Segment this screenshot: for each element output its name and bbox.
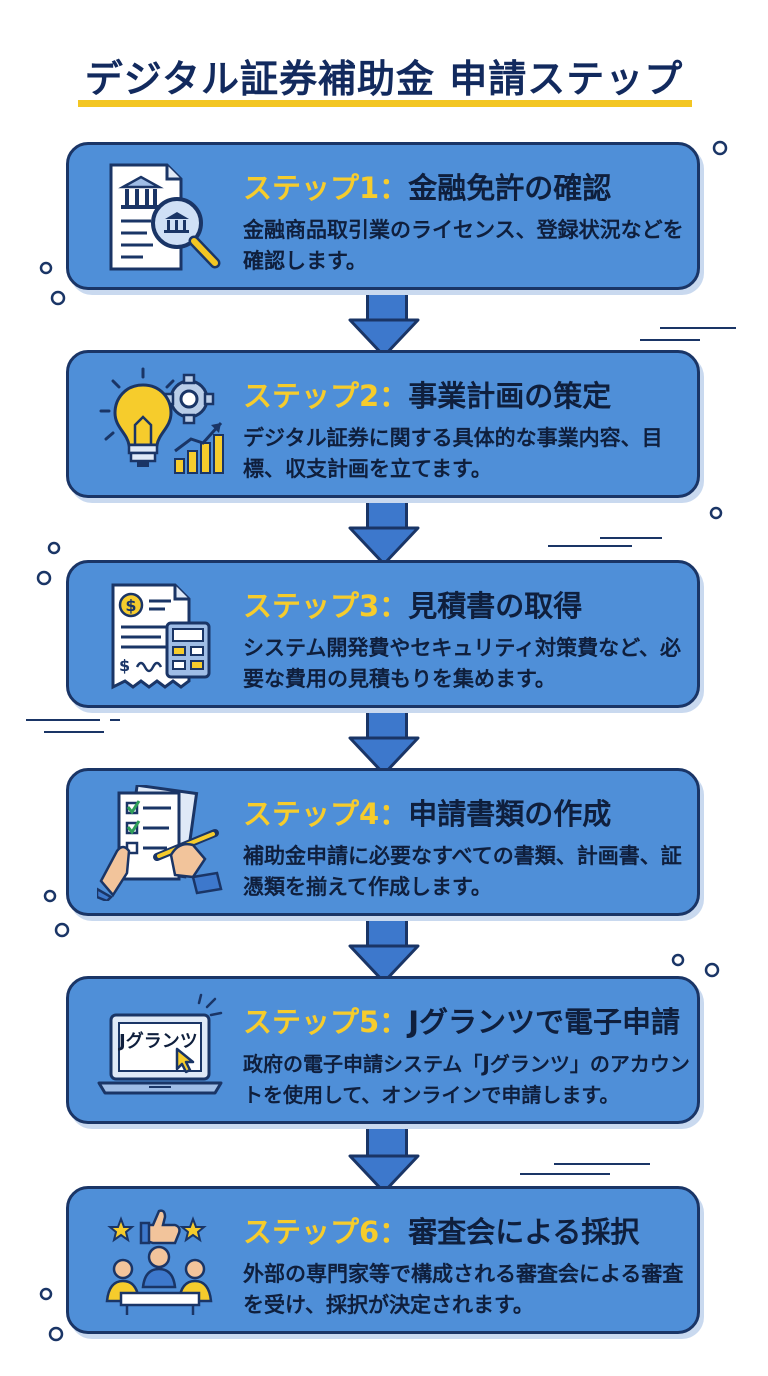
title-underline (78, 100, 692, 107)
checklist-pen-hands-icon (97, 785, 223, 901)
arrow-down-icon (348, 944, 420, 984)
step-title: 見積書の取得 (408, 589, 583, 623)
step-description: 政府の電子申請システム「Jグランツ」のアカウントを使用して、オンラインで申請しま… (243, 1052, 690, 1107)
step-card-5: Jグランツ ステップ5：Jグランツで電子申請 政府の電子申請システム「Jグランツ… (66, 976, 700, 1124)
step-description: 補助金申請に必要なすべての書類、計画書、証憑類を揃えて作成します。 (243, 844, 682, 899)
lightbulb-gear-chart-icon (99, 367, 224, 474)
step-heading-1: ステップ1：金融免許の確認 (243, 165, 611, 207)
committee-thumbs-up-icon (105, 1209, 213, 1315)
step-title: 申請書類の作成 (408, 797, 612, 831)
step-title: Jグランツで電子申請 (408, 1005, 680, 1039)
laptop-screen-text: Jグランツ (119, 1031, 198, 1052)
connector-2 (366, 496, 408, 528)
page-title: デジタル証券補助金 申請ステップ (84, 57, 684, 101)
step-card-1: ステップ1：金融免許の確認 金融商品取引業のライセンス、登録状況などを確認します… (66, 142, 700, 290)
step-label: ステップ1： (243, 171, 409, 205)
step-description: システム開発費やセキュリティ対策費など、必要な費用の見積もりを集めます。 (243, 636, 682, 691)
step-heading-5: ステップ5：Jグランツで電子申請 (243, 999, 680, 1041)
arrow-down-icon (348, 526, 420, 566)
arrow-down-icon (348, 1154, 420, 1194)
step-description: 外部の専門家等で構成される審査会による審査を受け、採択が決定されます。 (243, 1262, 684, 1317)
step-description: 金融商品取引業のライセンス、登録状況などを確認します。 (243, 218, 684, 273)
step-label: ステップ6： (243, 1215, 409, 1249)
step-card-3: $ $ ステップ3：見積書の取得 システム開発費やセキュリティ対策費など、必要な… (66, 560, 700, 708)
step-title: 金融免許の確認 (408, 171, 612, 205)
laptop-cursor-icon (97, 993, 223, 1095)
step-heading-3: ステップ3：見積書の取得 (243, 583, 582, 625)
page-title-wrap: デジタル証券補助金 申請ステップ (0, 48, 768, 109)
step-description: デジタル証券に関する具体的な事業内容、目標、収支計画を立てます。 (243, 426, 663, 481)
arrow-down-icon (348, 318, 420, 358)
svg-text:$: $ (125, 596, 136, 615)
connector-1 (366, 288, 408, 320)
invoice-calculator-icon: $ $ (111, 583, 211, 690)
step-card-2: ステップ2：事業計画の策定 デジタル証券に関する具体的な事業内容、目標、収支計画… (66, 350, 700, 498)
step-title: 審査会による採択 (408, 1215, 640, 1249)
arrow-down-icon (348, 736, 420, 776)
step-card-6: ステップ6：審査会による採択 外部の専門家等で構成される審査会による審査を受け、… (66, 1186, 700, 1334)
bank-document-magnifier-icon (109, 163, 221, 271)
step-heading-4: ステップ4：申請書類の作成 (243, 791, 611, 833)
step-label: ステップ5： (243, 1005, 409, 1039)
step-label: ステップ4： (243, 797, 409, 831)
connector-4 (366, 914, 408, 946)
step-label: ステップ3： (243, 589, 409, 623)
connector-3 (366, 706, 408, 738)
step-heading-2: ステップ2：事業計画の策定 (243, 373, 611, 415)
step-heading-6: ステップ6：審査会による採択 (243, 1209, 639, 1251)
step-card-4: ステップ4：申請書類の作成 補助金申請に必要なすべての書類、計画書、証憑類を揃え… (66, 768, 700, 916)
svg-text:$: $ (119, 656, 130, 675)
step-title: 事業計画の策定 (408, 379, 612, 413)
connector-5 (366, 1124, 408, 1156)
step-label: ステップ2： (243, 379, 409, 413)
